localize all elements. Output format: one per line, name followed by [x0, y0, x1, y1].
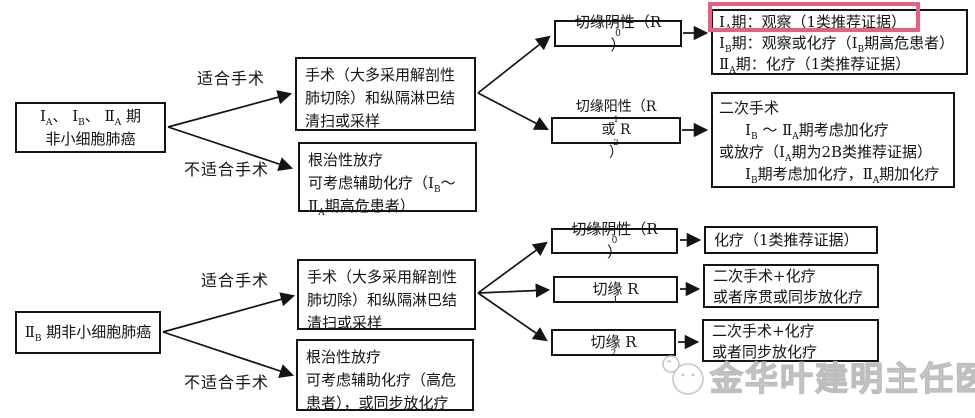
- branch-label-unfit-top: 不适合手术: [184, 160, 270, 179]
- arrow-bottom-margin-r2: [477, 292, 548, 342]
- watermark: 金华叶建明主任医师: [658, 352, 975, 400]
- branch-label-fit-top: 适合手术: [197, 69, 266, 88]
- arrow-bottom-margin-negative: [477, 241, 548, 294]
- stage-line-1: ⅠA、 ⅠB、 ⅡA 期: [39, 106, 141, 128]
- arrow-bottom-fit: [162, 292, 296, 333]
- branch-label-fit-bottom: 适合手术: [201, 271, 270, 290]
- stage-line-2: 非小细胞肺癌: [45, 129, 136, 148]
- radiotherapy-top-line-1: 根治性放疗: [308, 151, 384, 169]
- outcome-box-chemo-bottom: 化疗（1类推荐证据）: [704, 226, 878, 254]
- stage-iib-line: ⅡB 期非小细胞肺癌: [24, 323, 152, 344]
- radiotherapy-option-line: 或放疗（ⅠA期为2B类推荐证据）: [719, 143, 933, 164]
- outcome-box-r1-bottom: 二次手术+化疗 或者序贯或同步放化疗: [703, 264, 879, 308]
- r1-outcome-line-2: 或者序贯或同步放化疗: [713, 288, 864, 306]
- surgery-box-bottom: 手术（大多采用解剖性肺切除）和纵隔淋巴结清扫或采样: [297, 259, 476, 332]
- radiotherapy-bottom-line-2: 可考虑辅助化疗（高危患者），或同步放化疗: [306, 371, 457, 412]
- face-emoji-icon: [662, 355, 704, 395]
- radiotherapy-top-line-2: 可考虑辅助化疗（ⅠB～ⅡA期高危患者）: [308, 174, 456, 218]
- outcome-box-margin-negative-top: ⅠA期：观察（1类推荐证据） ⅠB期：观察或化疗（ⅠB期高危患者） ⅡA期：化疗…: [711, 9, 968, 76]
- outcome-iia-line: ⅡA期：化疗（1类推荐证据）: [719, 55, 911, 76]
- chemo-add-line: ⅠB期考虑加化疗，ⅡA期加化疗: [745, 165, 940, 186]
- surgery-box-top: 手术（大多采用解剖性肺切除）和纵隔淋巴结清扫或采样: [295, 57, 476, 131]
- r2-outcome-line-1: 二次手术+化疗: [712, 322, 815, 340]
- outcome-box-r2-bottom: 二次手术+化疗 或者同步放化疗: [702, 319, 879, 362]
- radiotherapy-box-top: 根治性放疗 可考虑辅助化疗（ⅠB～ⅡA期高危患者）: [298, 142, 477, 218]
- branch-label-unfit-bottom: 不适合手术: [184, 373, 270, 392]
- arrow-bottom-unfit: [162, 331, 295, 378]
- r2-outcome-line-2: 或者同步放化疗: [712, 343, 818, 361]
- arrow-top-margin-positive: [477, 92, 549, 131]
- outcome-ib-line: ⅠB期：观察或化疗（ⅠB期高危患者）: [719, 34, 955, 55]
- radiotherapy-box-bottom: 根治性放疗 可考虑辅助化疗（高危患者），或同步放化疗: [296, 339, 474, 412]
- radiotherapy-bottom-line-1: 根治性放疗: [306, 348, 382, 366]
- pink-highlight-rect: [708, 2, 920, 32]
- arrow-top-fit: [167, 90, 293, 128]
- second-surgery-line: 二次手术: [719, 99, 780, 117]
- arrow-bottom-margin-r1: [477, 283, 551, 298]
- stage-box-ia-ib-iia: ⅠA、 ⅠB、 ⅡA 期 非小细胞肺癌: [15, 102, 166, 153]
- outcome-box-margin-positive-top: 二次手术 ⅠB ～ ⅡA期考虑加化疗 或放疗（ⅠA期为2B类推荐证据） ⅠB期考…: [711, 92, 955, 188]
- watermark-text: 金华叶建明主任医师: [709, 358, 975, 398]
- stage-box-iib: ⅡB 期非小细胞肺癌: [15, 311, 161, 354]
- arrow-top-margin-negative: [477, 35, 551, 94]
- arrow-top-unfit: [167, 126, 294, 171]
- chemo-consider-line: ⅠB ～ ⅡA期考虑加化疗: [745, 121, 889, 142]
- r1-outcome-line-1: 二次手术+化疗: [713, 267, 816, 285]
